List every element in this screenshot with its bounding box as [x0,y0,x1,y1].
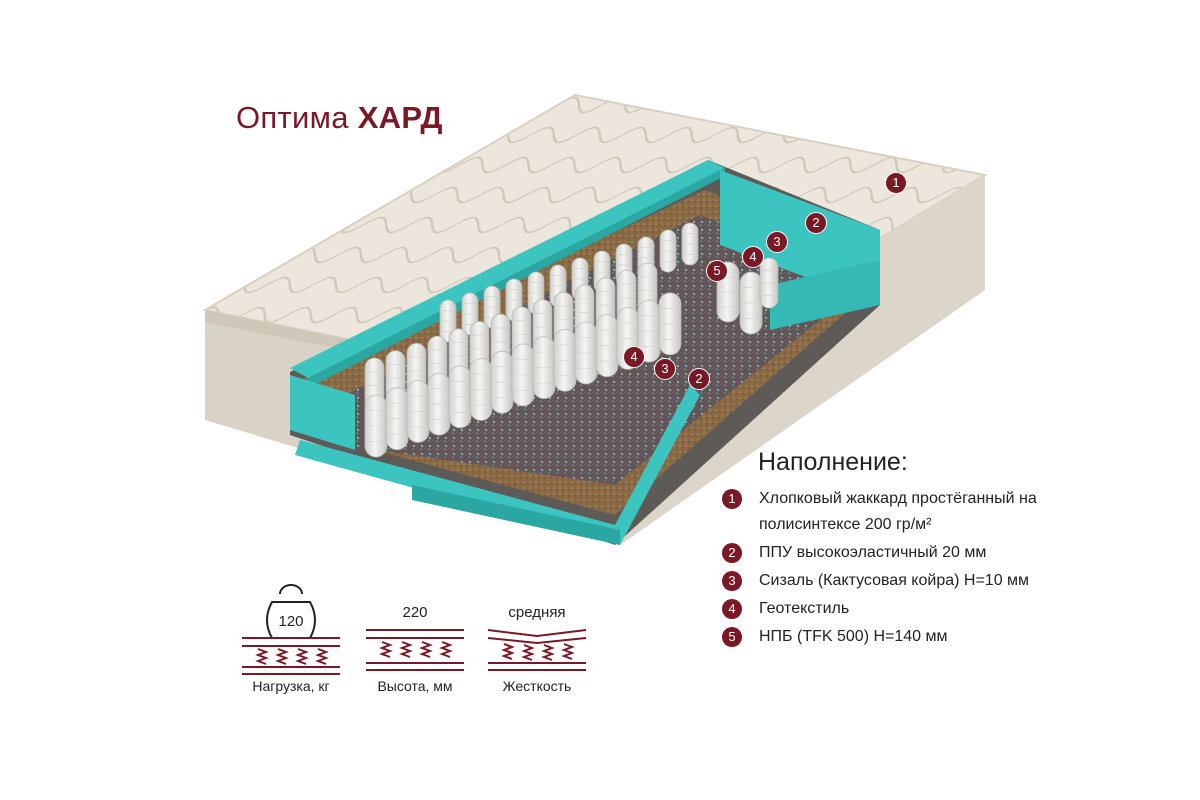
product-title: Оптима ХАРД [236,100,443,136]
layer-marker: 3 [766,231,788,253]
pocket-spring [759,257,779,309]
pocket-spring [739,271,763,335]
pocket-spring [364,394,388,458]
layer-marker: 5 [706,260,728,282]
legend-text: ППУ высокоэластичный 20 мм [759,544,987,561]
height-label: Высота, мм [377,678,453,694]
layer-marker: 2 [688,368,710,390]
height-value: 220 [402,604,428,621]
pocket-spring [658,292,682,356]
title-regular: Оптима [236,100,349,135]
pocket-spring [681,222,699,266]
legend-number: 5 [722,627,742,647]
foam-left [290,375,355,450]
foam-top [290,160,725,378]
layer-marker: 2 [805,212,827,234]
height-icon [366,629,464,671]
pocket-spring [469,358,493,421]
pocket-spring [659,229,677,273]
foam-bottom [295,385,700,545]
load-value: 120 [278,613,304,630]
firmness-value: средняя [508,604,566,621]
pocket-spring [490,350,514,414]
layer-marker: 4 [742,246,764,268]
firmness-label: Жесткость [502,678,572,694]
legend-text: Геотекстиль [759,600,850,617]
legend-text: Хлопковый жаккард простёганный на [759,490,1037,507]
pocket-spring [385,387,409,451]
pocket-spring [406,379,430,443]
legend-number: 3 [722,571,742,591]
pocket-spring [511,343,535,407]
legend-number: 4 [722,599,742,619]
legend-text: НПБ (TFK 500) Н=140 мм [759,628,948,645]
legend-number: 1 [722,489,742,509]
legend-text: полисинтексе 200 гр/м² [759,516,932,533]
layer-marker: 1 [885,172,907,194]
pocket-spring [448,365,472,429]
weight-icon [242,584,340,675]
layer-marker: 4 [623,346,645,368]
filling-heading: Наполнение: [758,448,908,476]
firmness-icon [487,629,587,671]
legend-number: 2 [722,543,742,563]
load-label: Нагрузка, кг [252,678,330,694]
layer-marker: 3 [654,358,676,380]
legend-text: Сизаль (Кактусовая койра) Н=10 мм [759,572,1030,589]
pocket-springs [364,222,779,458]
pocket-spring [427,372,451,436]
pocket-spring [553,328,577,392]
pocket-spring [532,336,556,400]
title-bold: ХАРД [357,100,443,135]
pocket-spring [574,321,598,385]
pocket-spring [595,314,619,378]
